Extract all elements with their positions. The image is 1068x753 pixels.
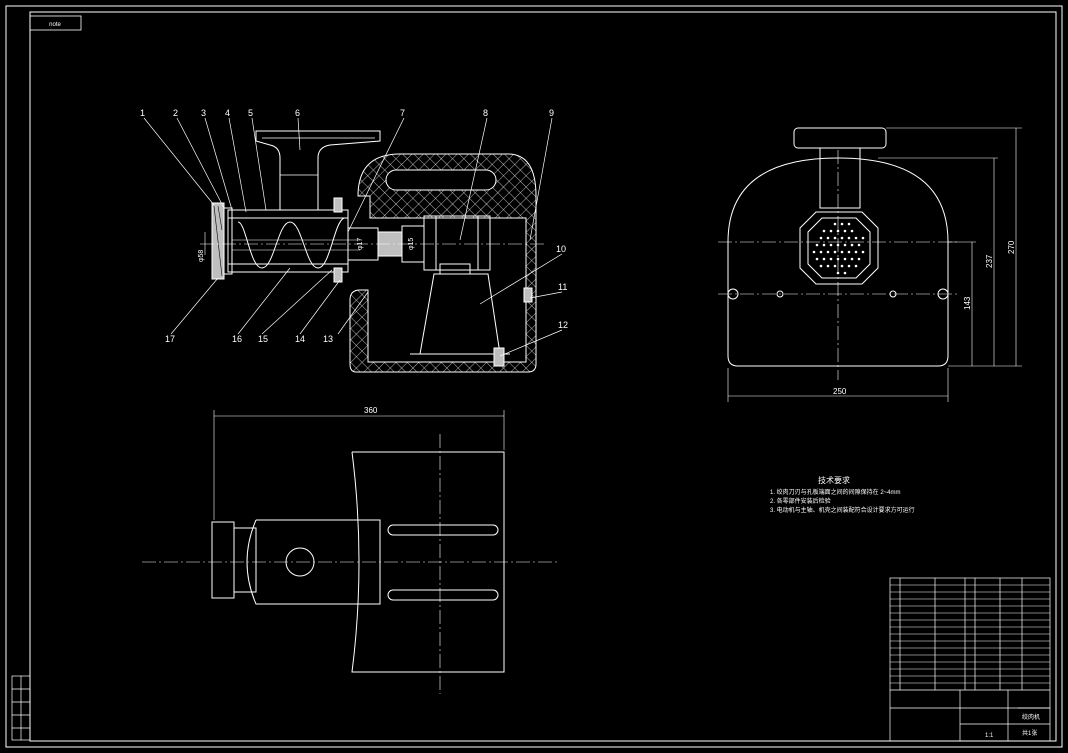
plate-hole bbox=[843, 229, 847, 233]
dim-250: 250 bbox=[833, 387, 847, 396]
plate-hole bbox=[861, 236, 865, 240]
balloon-11: 11 bbox=[558, 282, 567, 292]
balloon-12: 12 bbox=[558, 320, 568, 330]
plate-hole bbox=[822, 243, 826, 247]
plate-hole bbox=[833, 236, 837, 240]
plate-hole bbox=[840, 264, 844, 268]
plate-hole bbox=[861, 250, 865, 254]
auger-screw bbox=[237, 217, 345, 269]
tech-req-item-1: 1. 绞肉刀刃与孔板端面之间的间隙保持在 2~4mm bbox=[770, 488, 901, 496]
plate-hole bbox=[843, 257, 847, 261]
tech-req-item-2: 2. 各零部件安装后检验 bbox=[770, 497, 831, 505]
dim-phi58: φ58 bbox=[198, 250, 205, 262]
dim-143: 143 bbox=[963, 296, 972, 310]
pedestal bbox=[419, 273, 501, 355]
plate-hole bbox=[815, 243, 819, 247]
plate-hole bbox=[840, 236, 844, 240]
plate-hole bbox=[847, 250, 851, 254]
plate-hole bbox=[826, 236, 830, 240]
plate-hole bbox=[819, 236, 823, 240]
plate-hole bbox=[822, 229, 826, 233]
plate-hole bbox=[829, 229, 833, 233]
barrel bbox=[227, 209, 349, 273]
plate-hole bbox=[836, 257, 840, 261]
plate-hole bbox=[826, 264, 830, 268]
dim-phi15: φ15 bbox=[408, 238, 415, 250]
plate-hole bbox=[847, 222, 851, 226]
plate-hole bbox=[812, 250, 816, 254]
plate-hole bbox=[854, 250, 858, 254]
left-stamp-block bbox=[11, 675, 31, 741]
plate-hole bbox=[833, 222, 837, 226]
balloon-1: 1 bbox=[140, 108, 145, 118]
balloon-3: 3 bbox=[201, 108, 206, 118]
section-view bbox=[143, 117, 563, 373]
plate-hole bbox=[829, 243, 833, 247]
title-tab-text: note bbox=[49, 22, 61, 28]
balloon-15: 15 bbox=[258, 334, 268, 344]
tb-sheet: 共1张 bbox=[1022, 729, 1037, 737]
plate-hole bbox=[857, 243, 861, 247]
plate-hole bbox=[815, 257, 819, 261]
balloon-5: 5 bbox=[248, 108, 253, 118]
tech-req-heading: 技术要求 bbox=[818, 475, 850, 485]
plate-hole bbox=[836, 229, 840, 233]
balloon-10: 10 bbox=[556, 244, 566, 254]
motor bbox=[423, 215, 491, 271]
balloon-8: 8 bbox=[483, 108, 488, 118]
plate-hole bbox=[833, 264, 837, 268]
plate-hole bbox=[850, 243, 854, 247]
balloon-6: 6 bbox=[295, 108, 300, 118]
balloon-17: 17 bbox=[165, 334, 175, 344]
top-body bbox=[351, 451, 505, 673]
balloon-9: 9 bbox=[549, 108, 554, 118]
perforated-plate bbox=[799, 211, 879, 285]
balloon-numbers: 1 2 3 4 5 6 7 8 9 10 11 12 13 14 15 16 1… bbox=[140, 108, 568, 344]
plate-hole bbox=[840, 250, 844, 254]
plate-holes bbox=[812, 222, 865, 275]
casing-shell bbox=[349, 153, 537, 373]
hopper bbox=[255, 130, 381, 211]
handle-slot bbox=[385, 169, 497, 191]
technical-requirements: 技术要求 1. 绞肉刀刃与孔板端面之间的间隙保持在 2~4mm 2. 各零部件安… bbox=[770, 475, 915, 514]
dim-phi17: φ17 bbox=[357, 238, 364, 250]
balloon-16: 16 bbox=[232, 334, 242, 344]
tb-drawing-name: 绞肉机 bbox=[1022, 713, 1040, 721]
plate-hole bbox=[843, 243, 847, 247]
plate-hole bbox=[822, 257, 826, 261]
balloon-14: 14 bbox=[295, 334, 305, 344]
leader-lines bbox=[143, 117, 563, 357]
side-view bbox=[718, 127, 1022, 402]
tech-req-item-3: 3. 电动机与主轴、机壳之间装配符合设计要求方可运行 bbox=[770, 506, 915, 514]
outer-border bbox=[5, 5, 1063, 748]
inner-border bbox=[29, 11, 1057, 742]
balloon-4: 4 bbox=[225, 108, 230, 118]
balloon-2: 2 bbox=[173, 108, 178, 118]
balloon-13: 13 bbox=[323, 334, 333, 344]
plate-hole bbox=[850, 257, 854, 261]
plate-hole bbox=[854, 264, 858, 268]
plate-hole bbox=[850, 229, 854, 233]
plate-hole bbox=[829, 257, 833, 261]
title-tab: note bbox=[29, 15, 82, 31]
dim-237: 237 bbox=[985, 254, 994, 268]
plate-hole bbox=[833, 250, 837, 254]
top-view bbox=[142, 410, 560, 694]
balloon-7: 7 bbox=[400, 108, 405, 118]
plate-hole bbox=[826, 250, 830, 254]
plate-hole bbox=[847, 264, 851, 268]
plate-hole bbox=[840, 222, 844, 226]
plate-hole bbox=[854, 236, 858, 240]
plate-hole bbox=[819, 250, 823, 254]
dim-270: 270 bbox=[1007, 240, 1016, 254]
tb-scale: 1:1 bbox=[985, 733, 994, 739]
plate-hole bbox=[819, 264, 823, 268]
bom-rows bbox=[890, 584, 1050, 684]
plate-hole bbox=[843, 271, 847, 275]
side-housing bbox=[727, 157, 949, 367]
dim-360: 360 bbox=[364, 406, 378, 415]
plate-hole bbox=[847, 236, 851, 240]
plate-hole bbox=[857, 257, 861, 261]
